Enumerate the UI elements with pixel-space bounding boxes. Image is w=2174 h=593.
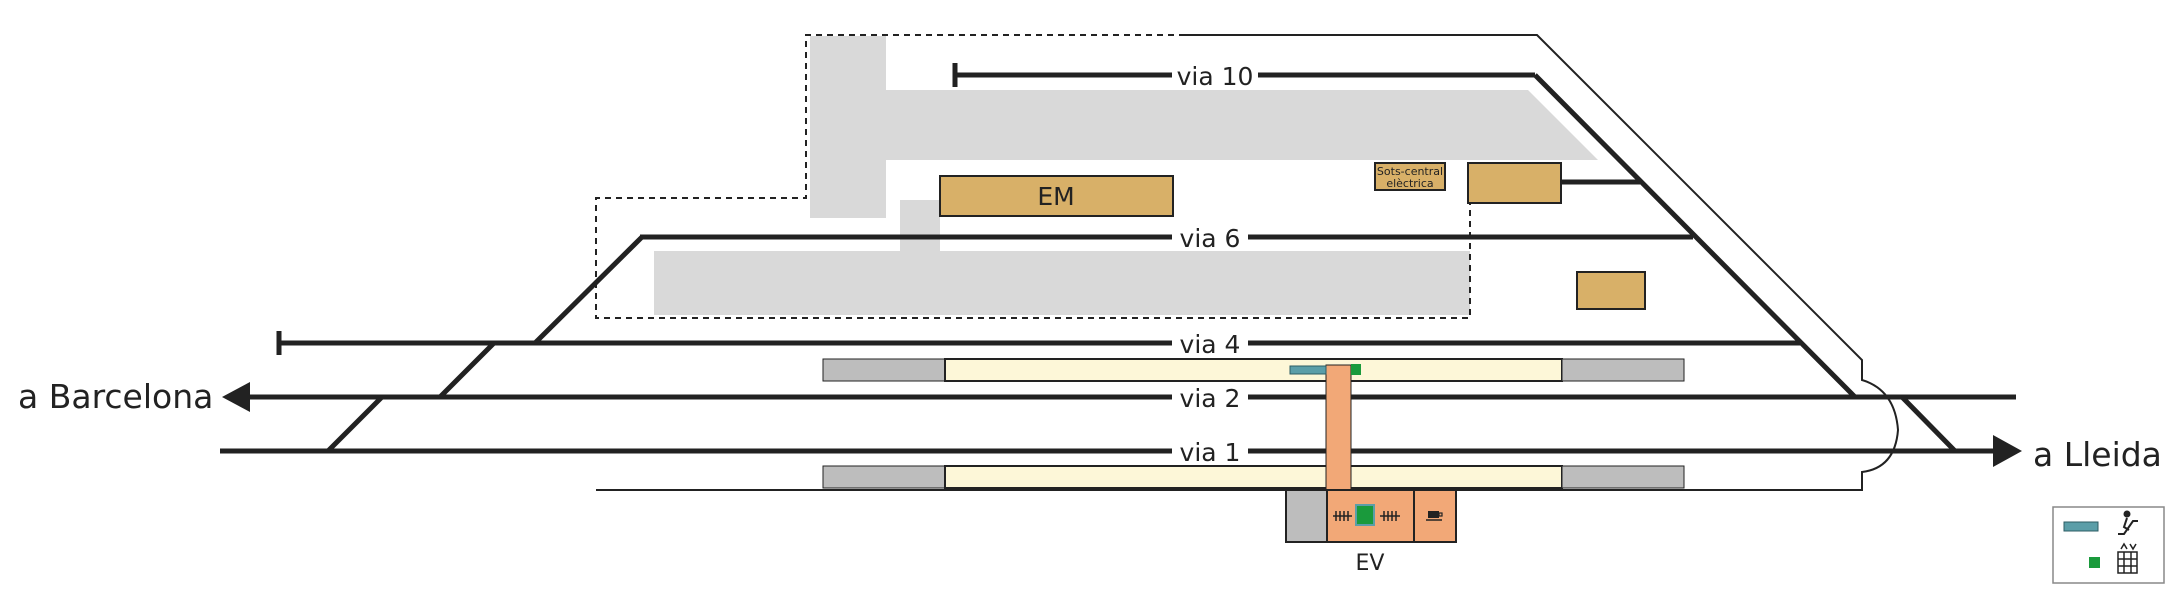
svg-text:via 10: via 10 [1177,62,1254,91]
building-em: EM [939,175,1174,217]
svg-text:EM: EM [1037,182,1074,211]
underpass-walkway [1325,364,1352,491]
platform-lower [822,465,1685,489]
arrow-left-icon [222,382,250,412]
arrow-right-icon [1993,435,2022,467]
track-label-via-6: via 6 [1172,224,1248,253]
building-siding [1467,162,1562,204]
building-small [1576,271,1646,310]
svg-text:Sots-central: Sots-central [1377,165,1443,178]
legend-escalator-swatch [2063,521,2099,532]
direction-label-barcelona: a Barcelona [18,377,213,416]
station-boundary [596,34,1900,491]
ticket-gate-icon [1333,511,1400,521]
track-label-via-1: via 1 [1172,438,1248,467]
svg-text:via 4: via 4 [1180,330,1241,359]
svg-text:EV: EV [1356,551,1385,576]
escalator-icon [1289,365,1327,375]
svg-text:elèctrica: elèctrica [1386,177,1433,190]
cafe-icon [1426,511,1443,521]
station-building-ev: EV [1285,489,1457,576]
svg-text:via 2: via 2 [1180,384,1241,413]
svg-text:via 1: via 1 [1180,438,1241,467]
legend [2052,506,2165,584]
building-substation: Sots-central elèctrica [1374,162,1446,191]
direction-label-lleida: a Lleida [2033,435,2162,474]
track-via-4 [276,331,1800,355]
platform-upper [822,358,1685,382]
track-via-2 [222,382,2016,412]
svg-text:via 6: via 6 [1180,224,1241,253]
elevator-icon [1351,364,1361,375]
track-via-1 [220,435,2022,467]
track-label-via-2: via 2 [1172,384,1248,413]
crossover-tracks [326,73,1957,453]
elevator-icon [2117,542,2138,574]
track-label-via-4: via 4 [1172,330,1248,359]
station-elevator-icon [1355,504,1375,526]
yard-boundary [595,34,1471,319]
escalator-icon [2118,510,2138,535]
track-label-via-10: via 10 [1172,62,1258,91]
legend-elevator-swatch [2089,557,2100,568]
yard-area [654,36,1598,315]
